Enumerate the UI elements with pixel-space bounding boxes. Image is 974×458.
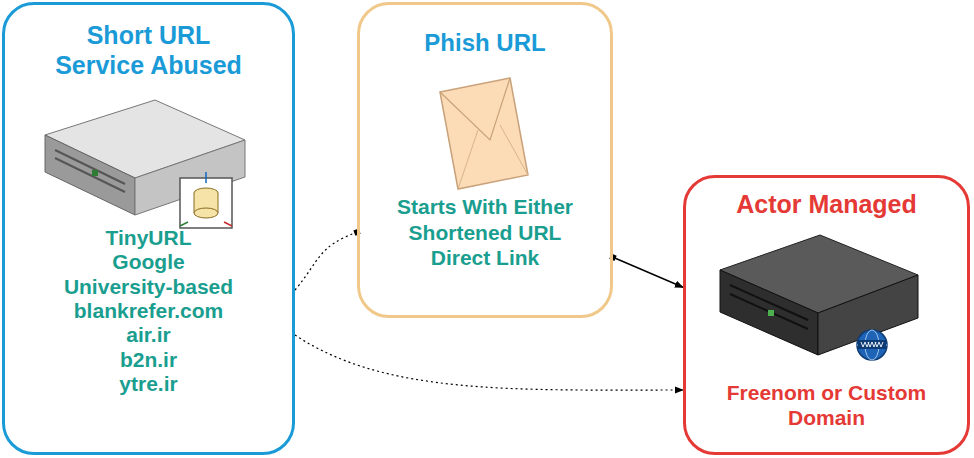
rounded-box: Phish URL Starts With EitherShortened URL… (357, 2, 613, 318)
envelope-icon (440, 78, 528, 189)
box-text: University-based (15, 275, 282, 299)
box-text: Direct Link (370, 245, 600, 270)
box-text: ytre.ir (15, 372, 282, 396)
arrow-connector (613, 257, 683, 287)
box-text: blankrefer.com (15, 299, 282, 323)
box-title: Phish URL (370, 29, 600, 57)
box-title: Short URL Service Abused (49, 21, 249, 80)
dotted-connector (295, 232, 357, 290)
box-text: b2n.ir (15, 348, 282, 372)
rounded-box: Actor ManagedFreenom or Custom Domain (683, 175, 970, 455)
rounded-box: Short URL Service AbusedTinyURLGoogleUni… (2, 2, 295, 455)
box-text: TinyURL (15, 226, 282, 250)
database-icon (180, 172, 232, 228)
box-text: Google (15, 250, 282, 274)
dotted-connector (295, 335, 683, 390)
box-text: air.ir (15, 323, 282, 347)
web-server-icon (720, 235, 918, 360)
box-title: Actor Managed (696, 190, 957, 220)
server-icon (45, 100, 245, 215)
box-text: Shortened URL (370, 220, 600, 245)
box-text: Freenom or Custom Domain (707, 380, 947, 430)
box-text: Starts With Either (370, 194, 600, 219)
